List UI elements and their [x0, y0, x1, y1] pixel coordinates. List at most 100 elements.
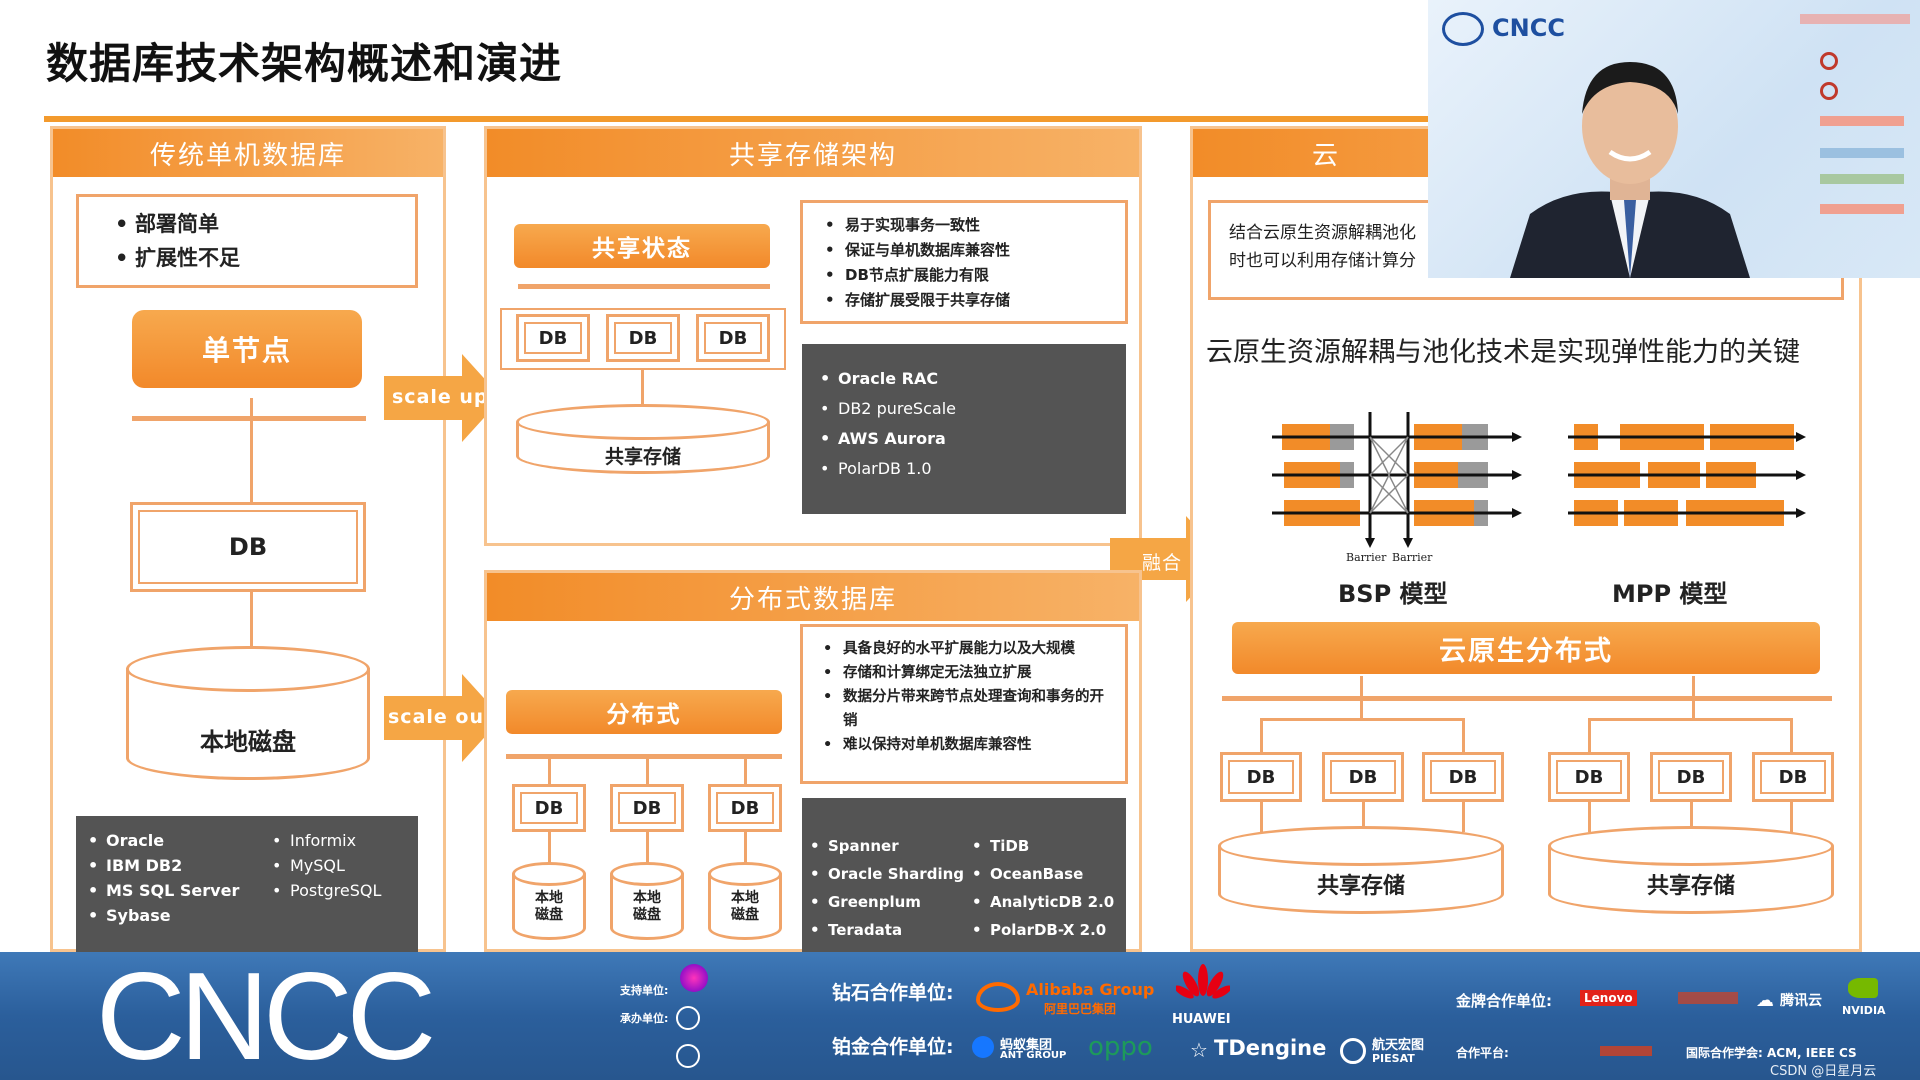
speaker-figure [1510, 62, 1750, 278]
db-node-label: DB [704, 322, 762, 354]
product-item: AWS Aurora [814, 424, 1126, 454]
huawei-icon [1174, 962, 1232, 1006]
scale-out-arrow: scale out [384, 674, 502, 762]
tencent-cloud-logo: 腾讯云 [1780, 993, 1822, 1009]
connector-line [1790, 802, 1793, 832]
local-disk-small: 本地 磁盘 [708, 862, 782, 942]
db-node: DB [696, 314, 770, 362]
scale-up-label: scale up [392, 386, 489, 408]
product-item: Spanner [804, 832, 964, 860]
product-item: IBM DB2 [82, 853, 239, 878]
traditional-products: Oracle IBM DB2 MS SQL Server Sybase Info… [76, 816, 418, 952]
db-node: DB [606, 314, 680, 362]
panel-shared-storage-header: 共享存储架构 [487, 129, 1139, 177]
distributed-bar: 分布式 [506, 690, 782, 734]
panel-cloud-native-title: 云 [1311, 140, 1340, 171]
connector-line [1222, 696, 1832, 701]
product-item: Greenplum [804, 888, 964, 916]
db-node: DB [1650, 752, 1732, 802]
cloud-native-bar: 云原生分布式 [1232, 622, 1820, 674]
bullet-item: 数据分片带来跨节点处理查询和事务的开销 [823, 685, 1111, 733]
nvidia-logo: NVIDIA [1842, 1004, 1886, 1017]
shared-storage-disk: 共享存储 [516, 404, 770, 476]
shared-storage-label: 共享存储 [1316, 874, 1405, 899]
local-disk-label: 本地 磁盘 [633, 890, 661, 923]
distributed-bullets: 具备良好的水平扩展能力以及大规模 存储和计算绑定无法独立扩展 数据分片带来跨节点… [800, 624, 1128, 784]
single-node-bar: 单节点 [132, 310, 362, 388]
mpp-model-diagram [1568, 424, 1806, 526]
db-node: DB [512, 784, 586, 832]
page-title: 数据库技术架构概述和演进 [46, 39, 563, 88]
ant-group-en-logo: ANT GROUP [1000, 1050, 1067, 1061]
bullet-item: 存储和计算绑定无法独立扩展 [823, 661, 1111, 685]
local-disk-label: 本地磁盘 [200, 728, 296, 756]
cloud-intro-line: 时也可以利用存储计算分 [1229, 251, 1416, 271]
tdengine-logo: TDengine [1214, 1036, 1327, 1060]
connector-line [250, 398, 253, 504]
video-cncc-logo: CNCC [1492, 14, 1565, 42]
diamond-partner-label: 钻石合作单位: [832, 982, 954, 1004]
panel-distributed-header: 分布式数据库 [487, 573, 1139, 621]
product-item: MS SQL Server [82, 878, 239, 903]
bullet-item: 易于实现事务一致性 [825, 213, 1111, 238]
db-node-label: DB [1430, 760, 1496, 794]
big-data-expo-icon [680, 964, 708, 992]
shared-storage-products: Oracle RAC DB2 pureScale AWS Aurora Pola… [802, 344, 1126, 514]
university-seal-icon [676, 1006, 700, 1030]
alibaba-cn-logo: 阿里巴巴集团 [1044, 1002, 1117, 1016]
db-node: DB [610, 784, 684, 832]
title-divider [44, 116, 1464, 122]
platform-label: 合作平台: [1456, 1046, 1509, 1060]
host-label: 承办单位: [620, 1012, 669, 1025]
connector-line [1588, 802, 1591, 832]
shared-storage-disk: 共享存储 [1548, 826, 1834, 916]
db-node: DB [1322, 752, 1404, 802]
product-item: Sybase [82, 903, 239, 928]
bullet-item: 难以保持对单机数据库兼容性 [823, 733, 1111, 757]
db-node: DB [1548, 752, 1630, 802]
platinum-partner-label: 铂金合作单位: [832, 1036, 954, 1058]
scale-up-arrow: scale up [384, 354, 502, 442]
support-label: 支持单位: [620, 984, 669, 997]
alibaba-logo: Alibaba Group [1026, 980, 1155, 999]
db-node: DB [1220, 752, 1302, 802]
db-node-label: DB [614, 322, 672, 354]
shared-state-bar: 共享状态 [514, 224, 770, 268]
huawei-logo: HUAWEI [1172, 1012, 1231, 1027]
scale-out-label: scale out [388, 706, 495, 728]
db-node: DB [708, 784, 782, 832]
nvidia-icon [1848, 978, 1878, 998]
bsp-model-label: BSP 模型 [1338, 580, 1448, 608]
bullet-item: 部署简单 [115, 207, 401, 241]
shared-storage-label: 共享存储 [1646, 874, 1735, 899]
gold-partner-label: 金牌合作单位: [1456, 992, 1552, 1010]
traditional-bullets: 部署简单 扩展性不足 [76, 194, 418, 288]
connector-line [548, 832, 551, 866]
alibaba-icon [976, 982, 1020, 1012]
star-icon: ☆ [1190, 1038, 1208, 1062]
connector-line [1690, 802, 1693, 832]
banner-cncc-logo: CNCC [96, 952, 436, 1080]
connector-line [1462, 802, 1465, 832]
connector-line [1692, 676, 1695, 698]
product-item: PostgreSQL [266, 878, 381, 903]
db-node-label: DB [618, 792, 676, 824]
connector-line [646, 832, 649, 866]
product-item: Oracle RAC [814, 364, 1126, 394]
merge-label: 融合 [1142, 552, 1183, 574]
piesat-logo: PIESAT [1372, 1052, 1415, 1065]
db-node: DB [1422, 752, 1504, 802]
bullet-item: DB节点扩展能力有限 [825, 263, 1111, 288]
oppo-logo: oppo [1088, 1032, 1153, 1062]
bullet-item: 扩展性不足 [115, 241, 401, 275]
ant-group-logo: 蚂蚁集团 [1000, 1038, 1053, 1053]
connector-line [646, 758, 649, 784]
connector-line [1588, 718, 1591, 752]
connector-line [1362, 802, 1365, 832]
connector-line [132, 416, 366, 421]
connector-line [1588, 718, 1792, 721]
connector-line [744, 832, 747, 866]
product-item: PolarDB-X 2.0 [966, 916, 1114, 944]
bsp-model-diagram [1272, 412, 1522, 548]
db-node-label: DB [520, 792, 578, 824]
